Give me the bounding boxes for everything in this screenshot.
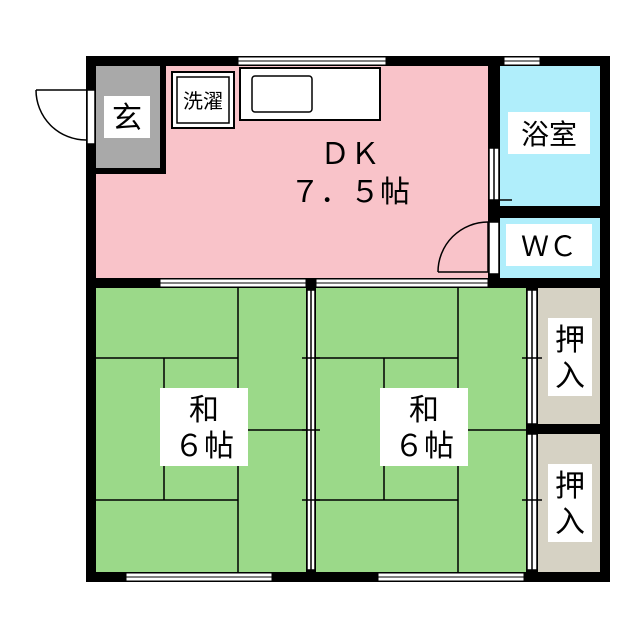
windows	[125, 56, 541, 582]
dk-name: ＤＫ	[320, 137, 380, 172]
closet-bottom-label-bg	[548, 464, 592, 542]
closet-top-label-1: 押	[555, 323, 585, 358]
closet-bottom-label-2: 入	[555, 505, 585, 540]
washitsu-left-label-bg	[160, 388, 248, 466]
dk-fill-left	[96, 174, 166, 278]
laundry-box-inner	[176, 76, 230, 124]
closet-top-label-bg	[548, 318, 592, 396]
entrance-door	[35, 89, 96, 145]
washitsu-left-name: 和	[189, 393, 219, 428]
entrance-label: 玄	[112, 101, 142, 136]
laundry-label: 洗濯	[183, 89, 223, 113]
entrance-label-bg	[104, 96, 150, 138]
closet-bottom-label-1: 押	[555, 469, 585, 504]
washitsu-right-size: ６帖	[394, 429, 454, 464]
washitsu-right-name: 和	[409, 393, 439, 428]
laundry-box	[171, 71, 235, 129]
bath-label-bg	[508, 112, 590, 154]
dk-size: ７．５帖	[290, 175, 410, 210]
washitsu-left-size: ６帖	[174, 429, 234, 464]
wc-door	[437, 221, 500, 275]
wc-label: ＷＣ	[521, 230, 577, 263]
washitsu-right-label-bg	[380, 388, 468, 466]
kitchen-sink	[251, 75, 313, 113]
wc-label-bg	[506, 224, 592, 266]
bath-label: 浴室	[521, 118, 577, 151]
closet-top-label-2: 入	[555, 359, 585, 394]
sliding-doors	[302, 147, 542, 571]
